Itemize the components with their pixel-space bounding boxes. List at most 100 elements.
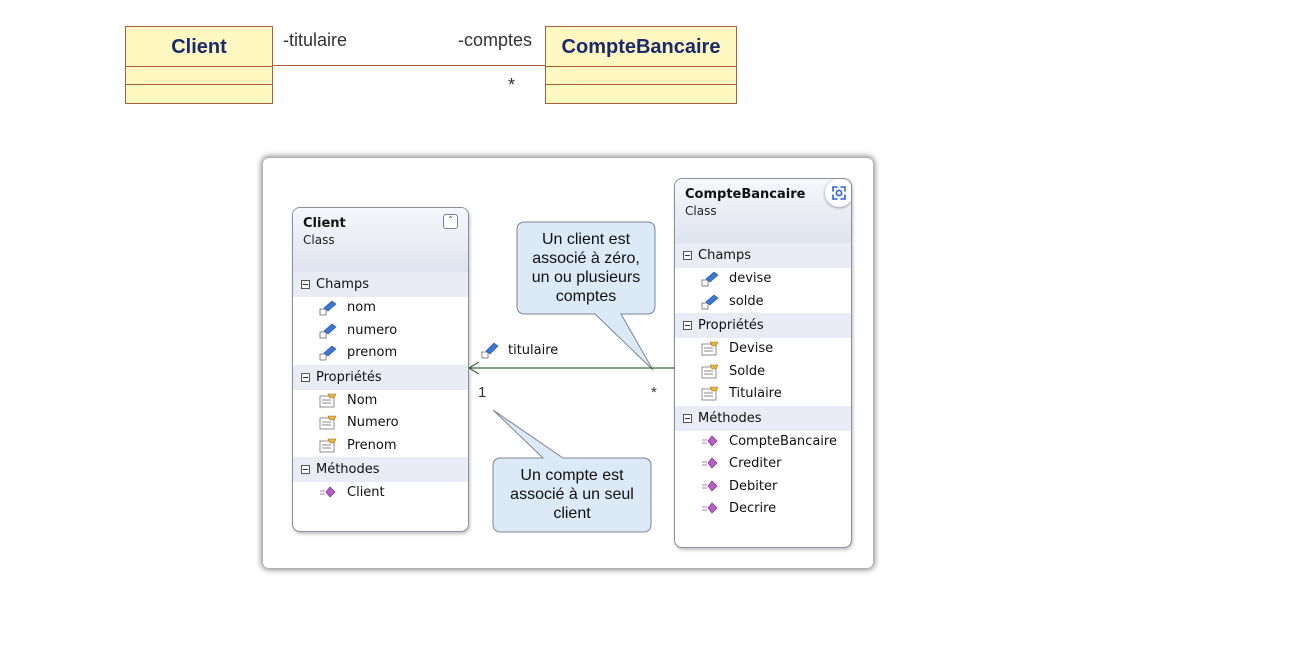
member-label: Nom — [347, 392, 378, 408]
bubble-line: Un client est — [541, 231, 631, 248]
section-header-proprietes[interactable]: Propriétés — [293, 364, 468, 390]
collapse-minus-icon[interactable] — [301, 280, 310, 289]
field-icon — [701, 271, 719, 287]
association-label: titulaire — [508, 343, 559, 358]
field-icon — [481, 342, 499, 359]
member-row[interactable]: numero — [293, 320, 468, 343]
bubble-line: comptes — [555, 288, 617, 305]
member-label: nom — [347, 300, 376, 315]
member-row[interactable]: Titulaire — [675, 383, 851, 406]
bubble-bottom-text: Un compte est associé à un seul client — [493, 466, 651, 523]
bubble-line: associé à zéro, — [532, 250, 640, 267]
member-row[interactable]: solde — [675, 291, 851, 314]
bubble-top-text: Un client est associé à zéro, un ou plus… — [517, 230, 655, 306]
member-row[interactable]: Prenom — [293, 435, 468, 458]
speech-bubble-top — [516, 221, 656, 371]
collapse-minus-icon[interactable] — [683, 321, 692, 330]
property-icon — [701, 364, 719, 380]
member-row[interactable]: Decrire — [675, 498, 851, 521]
field-icon — [701, 294, 719, 310]
uml-class-client: Client — [125, 26, 273, 104]
collapse-minus-icon[interactable] — [301, 372, 310, 382]
uml-class-comptebancaire: CompteBancaire — [545, 26, 737, 104]
field-icon — [319, 300, 337, 316]
member-row[interactable]: Numero — [293, 412, 468, 435]
speech-bubble-bottom — [492, 409, 652, 533]
multiplicity-client: 1 — [478, 384, 487, 401]
collapse-chevron-icon[interactable]: ˄ — [443, 214, 458, 229]
method-icon — [701, 501, 719, 517]
collapse-minus-icon[interactable] — [683, 251, 692, 260]
section-title: Propriétés — [316, 369, 382, 385]
uml-attributes-compartment — [126, 67, 272, 85]
method-icon — [701, 456, 719, 472]
uml-operations-compartment — [126, 85, 272, 103]
uml-operations-compartment — [546, 85, 736, 103]
member-label: Decrire — [729, 501, 777, 516]
section-title: Méthodes — [698, 410, 762, 426]
method-icon — [701, 434, 719, 450]
bubble-line: un ou plusieurs — [531, 269, 641, 286]
property-icon — [319, 393, 337, 409]
member-row[interactable]: Devise — [675, 338, 851, 361]
member-row[interactable]: CompteBancaire — [675, 431, 851, 454]
class-diagram-panel: titulaire 1 * Un client est associé à zé… — [263, 158, 873, 568]
bubble-line: Un compte est — [520, 467, 624, 484]
uml-attributes-compartment — [546, 67, 736, 85]
member-row[interactable]: Solde — [675, 361, 851, 384]
member-label: Numero — [347, 415, 399, 430]
bubble-line: associé à un seul — [510, 486, 634, 503]
section-header-methodes[interactable]: Méthodes — [293, 457, 468, 482]
member-label: numero — [347, 322, 398, 338]
member-row[interactable]: Debiter — [675, 476, 851, 499]
visual-search-icon[interactable] — [825, 179, 851, 207]
class-name: Client — [303, 216, 346, 231]
bubble-line: client — [553, 505, 591, 522]
member-row[interactable]: devise — [675, 268, 851, 291]
field-icon — [319, 345, 337, 361]
member-label: solde — [729, 293, 764, 309]
member-label: Debiter — [729, 478, 778, 494]
section-title: Propriétés — [698, 318, 764, 333]
class-header: Client Class ˄ — [293, 208, 468, 272]
property-icon — [701, 386, 719, 402]
class-kind: Class — [685, 204, 717, 218]
member-label: CompteBancaire — [729, 433, 837, 449]
section-header-methodes[interactable]: Méthodes — [675, 405, 851, 431]
uml-association-line — [273, 65, 545, 66]
class-kind: Class — [303, 233, 335, 247]
class-header: CompteBancaire Class — [675, 179, 851, 243]
member-row[interactable]: Crediter — [675, 453, 851, 476]
member-row[interactable]: nom — [293, 297, 468, 320]
member-label: Devise — [729, 341, 774, 356]
uml-role-comptes: -comptes — [458, 30, 533, 50]
multiplicity-compte: * — [651, 384, 657, 401]
class-name: CompteBancaire — [685, 187, 806, 202]
member-label: Client — [347, 485, 385, 500]
section-header-proprietes[interactable]: Propriétés — [675, 313, 851, 338]
member-label: Titulaire — [729, 386, 782, 401]
association-arrowhead — [467, 361, 480, 375]
collapse-minus-icon[interactable] — [301, 465, 310, 474]
method-icon — [319, 485, 337, 501]
uml-class-name: Client — [126, 27, 272, 67]
method-icon — [701, 479, 719, 495]
collapse-minus-icon[interactable] — [683, 413, 692, 423]
diagram-connectors — [467, 221, 674, 533]
member-row[interactable]: prenom — [293, 342, 468, 365]
uml-multiplicity: * — [508, 75, 516, 95]
property-icon — [319, 438, 337, 454]
member-label: Prenom — [347, 437, 397, 453]
class-shape-comptebancaire[interactable]: CompteBancaire Class Champs devise solde… — [674, 178, 852, 548]
field-icon — [319, 323, 337, 339]
member-row[interactable]: Nom — [293, 390, 468, 413]
member-label: Crediter — [729, 456, 782, 471]
section-title: Champs — [316, 277, 369, 292]
class-shape-client[interactable]: Client Class ˄ Champs nom numero prenom … — [292, 207, 469, 532]
section-title: Champs — [698, 248, 751, 263]
uml-class-name: CompteBancaire — [546, 27, 736, 67]
section-header-champs[interactable]: Champs — [675, 243, 851, 268]
section-header-champs[interactable]: Champs — [293, 272, 468, 297]
member-row[interactable]: Client — [293, 482, 468, 505]
member-label: Solde — [729, 363, 766, 379]
